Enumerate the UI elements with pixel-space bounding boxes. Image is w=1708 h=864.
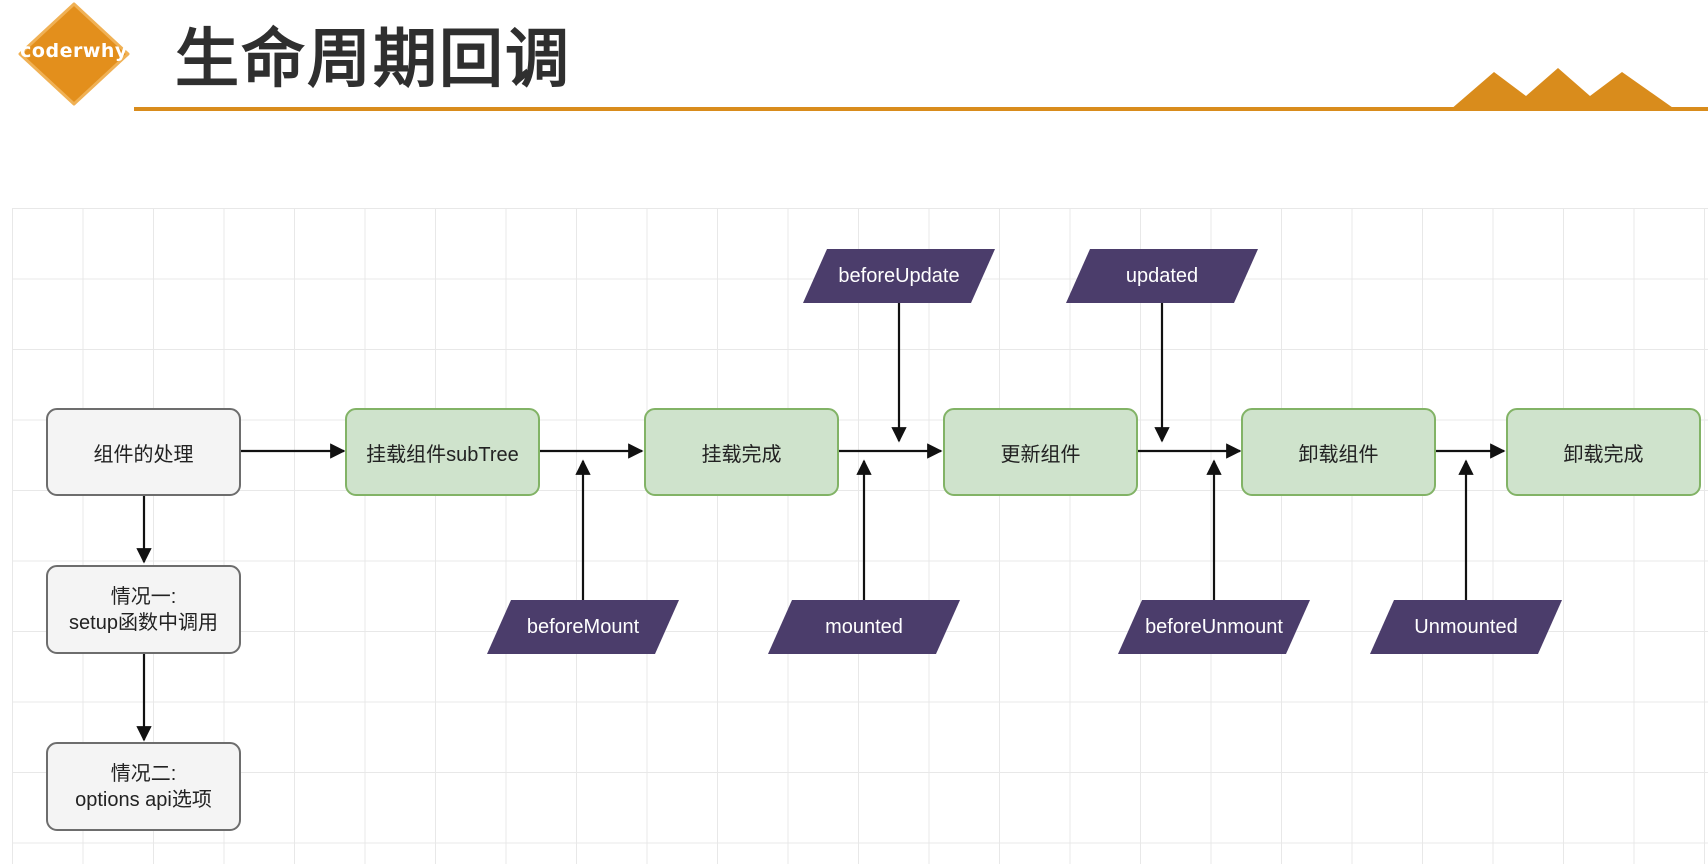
node-mount-subtree: 挂载组件subTree xyxy=(345,408,540,496)
logo-text: coderwhy xyxy=(20,40,128,62)
header-divider xyxy=(134,107,1708,111)
mountains-decoration xyxy=(1450,68,1676,110)
node-unmount-component: 卸载组件 xyxy=(1241,408,1436,496)
node-case-one: 情况一: setup函数中调用 xyxy=(46,565,241,654)
node-unmount-complete: 卸载完成 xyxy=(1506,408,1701,496)
hook-mounted: mounted xyxy=(768,600,960,654)
hook-before-unmount: beforeUnmount xyxy=(1118,600,1310,654)
node-mount-complete: 挂载完成 xyxy=(644,408,839,496)
hook-unmounted: Unmounted xyxy=(1370,600,1562,654)
node-update-component: 更新组件 xyxy=(943,408,1138,496)
node-case-two: 情况二: options api选项 xyxy=(46,742,241,831)
hook-before-update: beforeUpdate xyxy=(803,249,995,303)
grid-background xyxy=(12,208,1708,864)
page-title: 生命周期回调 xyxy=(175,23,571,97)
hook-before-mount: beforeMount xyxy=(487,600,679,654)
coderwhy-logo-badge xyxy=(18,2,130,106)
node-component-processing: 组件的处理 xyxy=(46,408,241,496)
hook-updated: updated xyxy=(1066,249,1258,303)
